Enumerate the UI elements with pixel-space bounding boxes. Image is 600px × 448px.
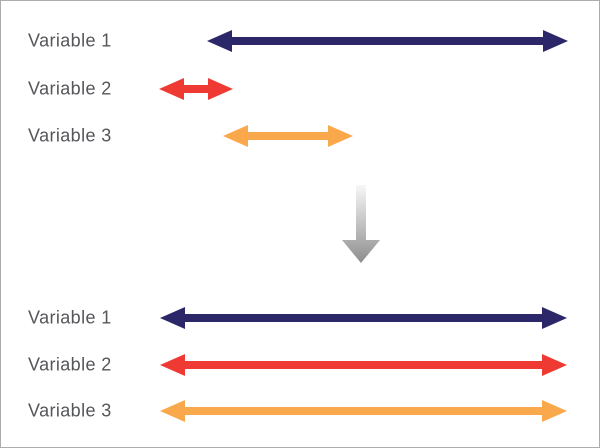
variable-1-label-before: Variable 1 [28,30,112,51]
variable-2-label-after: Variable 2 [28,354,112,375]
double-arrow [159,78,233,100]
down-arrow [342,185,380,263]
variable-1-label-after: Variable 1 [28,307,112,328]
double-arrow [160,307,567,329]
double-arrow [207,30,568,52]
variable-3-label-before: Variable 3 [28,125,112,146]
variable-2-label-before: Variable 2 [28,78,112,99]
double-arrow [160,400,567,422]
double-arrow [223,125,353,147]
double-arrow [160,354,567,376]
variable-3-label-after: Variable 3 [28,400,112,421]
